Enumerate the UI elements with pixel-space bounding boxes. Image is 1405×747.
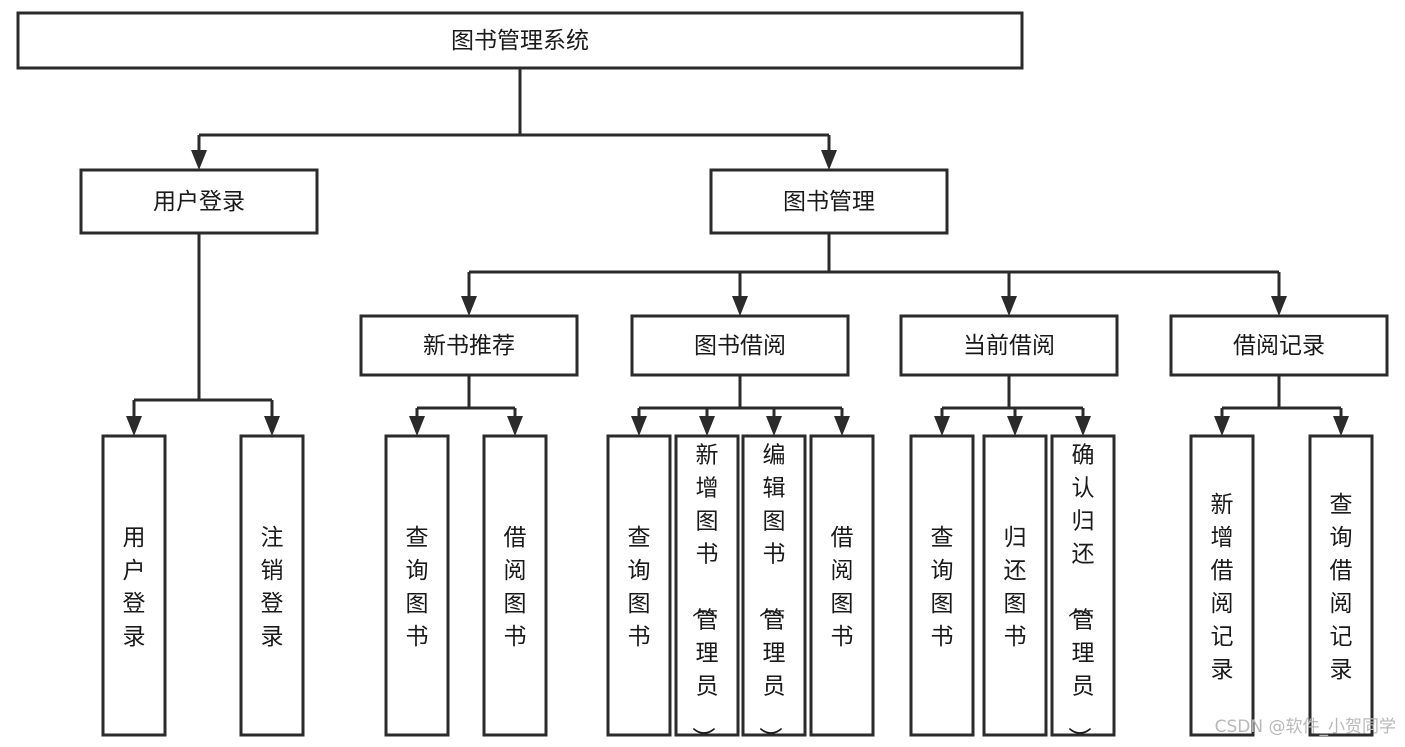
node-root[interactable]: 图书管理系统 — [16, 11, 1024, 70]
node-label-l_query_book_a: 查询图书 — [406, 525, 429, 650]
node-box-n_new_book_rec[interactable] — [359, 314, 579, 377]
node-box-l_add_record[interactable] — [1189, 434, 1255, 737]
node-label-l_borrow_book_a: 借阅图书 — [504, 525, 527, 650]
node-l_add_record[interactable]: 新增借阅记录 — [1189, 434, 1255, 737]
node-label-l_query_book_c: 查询图书 — [931, 525, 954, 650]
node-box-l_return_book[interactable] — [982, 434, 1048, 737]
edges-layer — [126, 68, 1349, 436]
node-label-n_book_borrow: 图书借阅 — [694, 333, 786, 359]
node-box-l_query_book_c[interactable] — [909, 434, 975, 737]
node-box-n_book_mgmt[interactable] — [709, 168, 949, 235]
node-box-l_user_login[interactable] — [101, 434, 167, 737]
node-label-root: 图书管理系统 — [451, 28, 589, 54]
node-label-n_book_mgmt: 图书管理 — [783, 189, 875, 215]
node-l_user_login[interactable]: 用户登录 — [101, 434, 167, 737]
node-box-l_query_record[interactable] — [1308, 434, 1374, 737]
csdn-watermark: CSDN @软件_小贺同学 — [1215, 717, 1396, 737]
node-label-n_borrow_record: 借阅记录 — [1233, 333, 1325, 359]
node-label-l_user_logout: 注销登录 — [261, 525, 284, 650]
node-label-n_user_login: 用户登录 — [153, 189, 245, 215]
node-l_confirm_return[interactable]: 确认归还（管理员） — [1050, 434, 1116, 747]
node-box-l_query_book_b[interactable] — [606, 434, 672, 737]
node-box-l_borrow_book_a[interactable] — [482, 434, 548, 737]
node-l_edit_book[interactable]: 编辑图书（管理员） — [741, 434, 807, 747]
node-l_user_logout[interactable]: 注销登录 — [239, 434, 305, 737]
node-box-n_current_borrow[interactable] — [899, 314, 1119, 377]
node-l_borrow_book_a[interactable]: 借阅图书 — [482, 434, 548, 737]
node-l_query_book_b[interactable]: 查询图书 — [606, 434, 672, 737]
node-label-l_query_book_b: 查询图书 — [628, 525, 651, 650]
node-box-root[interactable] — [16, 11, 1024, 70]
node-label-l_borrow_book_b: 借阅图书 — [831, 525, 854, 650]
node-label-n_current_borrow: 当前借阅 — [963, 333, 1055, 359]
node-n_user_login[interactable]: 用户登录 — [79, 168, 319, 235]
connector-e_user_login — [126, 233, 280, 436]
node-box-l_add_book[interactable] — [674, 434, 740, 737]
node-box-l_borrow_book_b[interactable] — [809, 434, 875, 737]
node-label-l_add_record: 新增借阅记录 — [1211, 492, 1234, 683]
node-box-l_edit_book[interactable] — [741, 434, 807, 737]
node-l_query_book_c[interactable]: 查询图书 — [909, 434, 975, 737]
node-label-l_user_login: 用户登录 — [123, 525, 146, 650]
node-box-l_query_book_a[interactable] — [384, 434, 450, 737]
node-n_new_book_rec[interactable]: 新书推荐 — [359, 314, 579, 377]
node-box-l_user_logout[interactable] — [239, 434, 305, 737]
node-box-n_book_borrow[interactable] — [630, 314, 850, 377]
connector-e_book_mgmt — [461, 233, 1287, 316]
connector-e_root — [191, 68, 837, 170]
node-box-l_confirm_return[interactable] — [1050, 434, 1116, 737]
node-l_query_record[interactable]: 查询借阅记录 — [1308, 434, 1374, 737]
nodes-layer: 图书管理系统用户登录图书管理新书推荐图书借阅当前借阅借阅记录用户登录注销登录查询… — [16, 11, 1389, 747]
node-l_borrow_book_b[interactable]: 借阅图书 — [809, 434, 875, 737]
node-n_borrow_record[interactable]: 借阅记录 — [1169, 314, 1389, 377]
node-box-n_user_login[interactable] — [79, 168, 319, 235]
connector-e_borrow_record — [1214, 375, 1349, 436]
node-l_query_book_a[interactable]: 查询图书 — [384, 434, 450, 737]
connector-e_book_borrow — [631, 375, 850, 436]
node-n_current_borrow[interactable]: 当前借阅 — [899, 314, 1119, 377]
node-l_return_book[interactable]: 归还图书 — [982, 434, 1048, 737]
node-label-n_new_book_rec: 新书推荐 — [423, 333, 515, 359]
node-n_book_mgmt[interactable]: 图书管理 — [709, 168, 949, 235]
connector-e_new_book_rec — [409, 375, 523, 436]
node-box-n_borrow_record[interactable] — [1169, 314, 1389, 377]
node-label-l_query_record: 查询借阅记录 — [1330, 492, 1353, 683]
node-label-l_add_book: 新增图书（管理员） — [690, 443, 719, 747]
node-n_book_borrow[interactable]: 图书借阅 — [630, 314, 850, 377]
node-l_add_book[interactable]: 新增图书（管理员） — [674, 434, 740, 747]
node-label-l_confirm_return: 确认归还（管理员） — [1066, 443, 1095, 747]
node-label-l_edit_book: 编辑图书（管理员） — [757, 443, 786, 747]
node-label-l_return_book: 归还图书 — [1004, 525, 1027, 650]
connector-e_current_borrow — [934, 375, 1091, 436]
